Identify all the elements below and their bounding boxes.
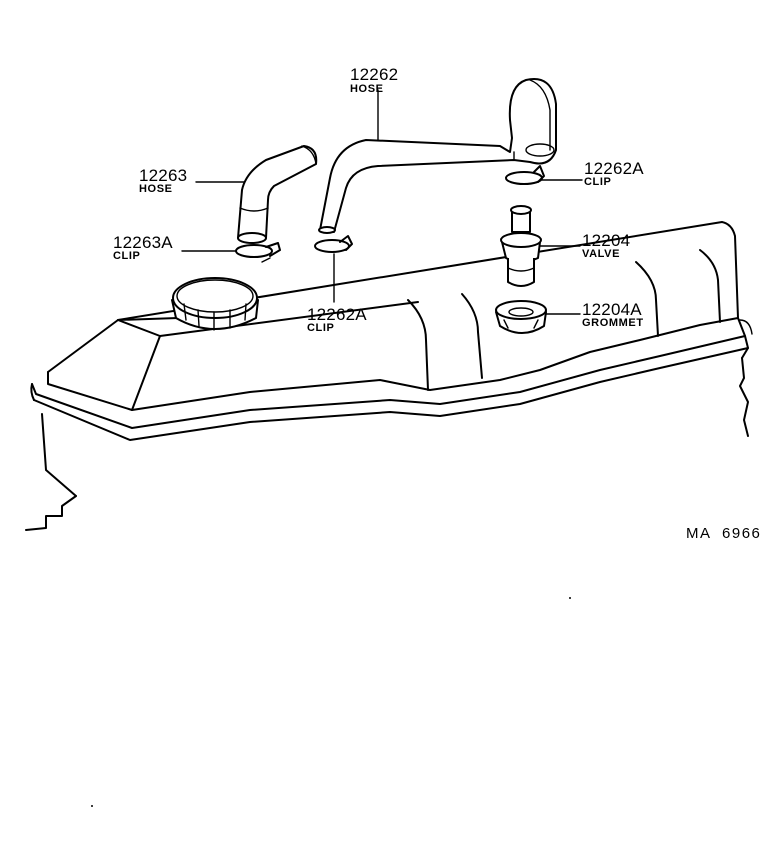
- part-number-12263a: 12263A: [113, 233, 173, 252]
- clip-12262a-left-drawing: [314, 235, 353, 253]
- hose-12262-drawing: [318, 78, 557, 234]
- grommet-drawing: [495, 300, 547, 334]
- part-name-valve: VALVE: [582, 248, 621, 260]
- part-name-clip-12263a: CLIP: [113, 250, 141, 262]
- drawing-code: MA 6966: [686, 525, 762, 542]
- part-number-12262a-left: 12262A: [307, 305, 367, 324]
- cylinder-head-cover: [25, 221, 753, 807]
- leader-lines: [181, 89, 583, 315]
- part-name-hose-12263: HOSE: [139, 183, 173, 195]
- part-name-clip-12262a-right: CLIP: [584, 176, 612, 188]
- part-name-clip-12262a-left: CLIP: [307, 322, 335, 334]
- part-number-12262a-right: 12262A: [584, 159, 644, 178]
- clip-12262a-right-drawing: [505, 165, 545, 185]
- clip-12263a-drawing: [235, 242, 281, 263]
- pcv-valve-drawing: [500, 205, 542, 287]
- hose-12263-drawing: [237, 145, 318, 244]
- part-number-12204a: 12204A: [582, 300, 642, 319]
- part-number-12263: 12263: [139, 166, 188, 185]
- part-number-12262: 12262: [350, 65, 399, 84]
- part-name-grommet: GROMMET: [582, 317, 644, 329]
- part-number-12204: 12204: [582, 231, 631, 250]
- part-name-hose-12262: HOSE: [350, 83, 384, 95]
- oil-filler-cap: [171, 277, 259, 331]
